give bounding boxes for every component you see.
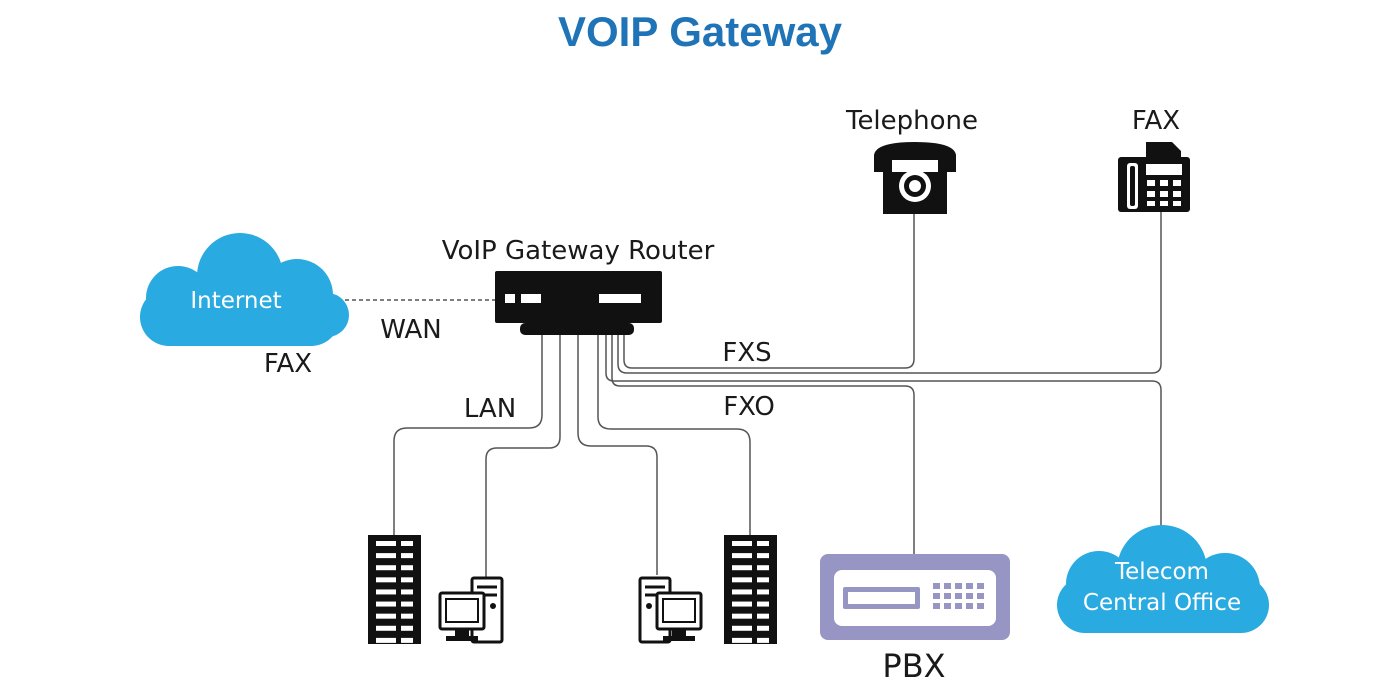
fax-label: FAX [1131, 106, 1181, 136]
server-rack-icon [724, 535, 777, 644]
lan-link-computer-right [577, 335, 658, 575]
lan-link-server-right [597, 335, 751, 538]
telecom-cloud-icon [1057, 525, 1269, 633]
lan-link-computer-left [485, 335, 561, 580]
fxs-link-fax [617, 212, 1162, 374]
telecom-label-line1: Telecom [1115, 559, 1209, 585]
connection-lines [345, 212, 1162, 580]
fxo-link-telecom [605, 335, 1162, 530]
page-title: VOIP Gateway [557, 8, 843, 55]
fax-machine-icon [1118, 142, 1190, 212]
telephone-label: Telephone [845, 106, 979, 136]
wan-label: WAN [380, 315, 442, 345]
server-rack-icon [368, 535, 421, 644]
fxo-label: FXO [723, 392, 775, 422]
internet-fax-label: FAX [263, 349, 313, 379]
lan-label: LAN [463, 394, 517, 424]
router-icon [495, 271, 662, 335]
desktop-computer-icon [638, 576, 703, 644]
fxs-link-telephone [623, 212, 915, 369]
telecom-label-line2: Central Office [1082, 590, 1242, 616]
pbx-label: PBX [882, 647, 946, 685]
internet-cloud-icon [140, 233, 349, 346]
router-label: VoIP Gateway Router [441, 236, 715, 266]
pbx-unit-icon [820, 554, 1010, 640]
internet-label: Internet [190, 288, 282, 314]
desktop-computer-icon [438, 576, 504, 644]
lan-link-server-left [393, 335, 543, 538]
fxs-label: FXS [722, 338, 772, 368]
telecom-label: Telecom Central Office [1083, 557, 1241, 619]
telephone-icon [874, 142, 956, 214]
